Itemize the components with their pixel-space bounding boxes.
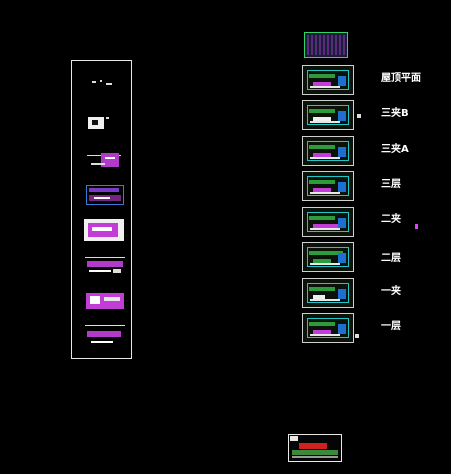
mini-sheet-1	[90, 79, 114, 89]
sheet-mezzanine-3a	[302, 136, 354, 166]
sheet-mezzanine-3b	[302, 100, 354, 130]
sheet-mezzanine-2	[302, 207, 354, 237]
sheet-marker	[355, 334, 359, 338]
sheet-marker	[357, 114, 361, 118]
sheet-label-floor-1: 一层	[381, 321, 401, 332]
sheet-label-floor-3: 三层	[381, 179, 401, 190]
sheet-floor-3	[302, 171, 354, 201]
sheet-label-roof-plan: 屋顶平面	[381, 73, 421, 84]
sheet-label-mezzanine-3b: 三夹B	[381, 108, 409, 119]
mini-sheet-5	[84, 219, 124, 241]
mini-sheet-4	[86, 185, 124, 205]
mini-sheet-3	[87, 151, 121, 169]
mini-sheet-7	[86, 291, 124, 311]
mini-sheet-6	[85, 257, 125, 277]
mini-sheet-2	[88, 115, 110, 131]
sheet-floor-2	[302, 242, 354, 272]
magenta-marker	[415, 224, 418, 229]
sheet-label-mezzanine-2: 二夹	[381, 214, 401, 225]
elevation-sheet	[288, 434, 342, 462]
sheet-roof-plan	[302, 65, 354, 95]
left-sheet-frame	[71, 60, 132, 359]
sheet-floor-1	[302, 313, 354, 343]
sheet-label-mezzanine-3a: 三夹A	[381, 144, 409, 155]
mini-sheet-8	[85, 325, 125, 347]
roof-overview-sheet	[304, 32, 348, 58]
sheet-label-mezzanine-1: 一夹	[381, 286, 401, 297]
sheet-mezzanine-1	[302, 278, 354, 308]
sheet-label-floor-2: 二层	[381, 253, 401, 264]
